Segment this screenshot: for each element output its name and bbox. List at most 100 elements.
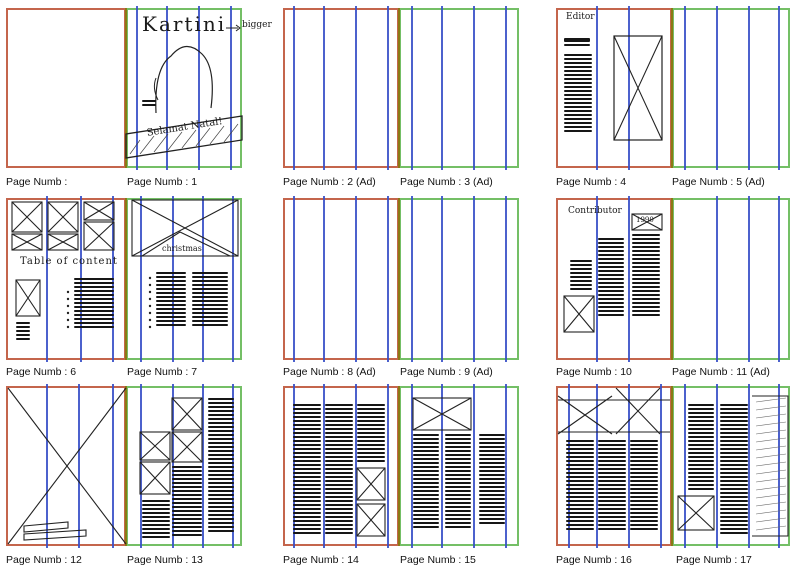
contributor-label: Contributor [568, 206, 622, 216]
spine [671, 8, 673, 168]
toc-label: Table of content [20, 256, 118, 267]
spread-9 [556, 384, 790, 548]
column-guide [628, 6, 630, 170]
page-left [283, 198, 399, 360]
column-guide [778, 384, 780, 548]
page-label-right: Page Numb : 3 (Ad) [400, 176, 493, 188]
column-guide [355, 196, 357, 362]
page-label-left: Page Numb : 10 [556, 366, 632, 378]
column-guide [293, 196, 295, 362]
page-label-left: Page Numb : 2 (Ad) [283, 176, 376, 188]
text-block [172, 466, 202, 538]
text-block [142, 500, 170, 540]
column-guide [778, 6, 780, 170]
page-label-left: Page Numb : 6 [6, 366, 77, 378]
page-right [672, 386, 790, 546]
text-block [564, 54, 592, 134]
column-guide [202, 384, 204, 548]
column-guide [293, 384, 295, 548]
column-guide [473, 384, 475, 548]
column-guide [140, 384, 142, 548]
column-guide [46, 384, 48, 548]
page-left [283, 8, 399, 168]
year-label: 1990 [636, 216, 654, 224]
spread-5 [283, 196, 519, 362]
spread-4: Table of content christmas [6, 196, 242, 362]
column-guide [628, 196, 630, 362]
spine [398, 386, 400, 546]
spread-7 [6, 384, 242, 548]
column-guide [323, 384, 325, 548]
column-guide [748, 196, 750, 362]
image-placeholders [7, 387, 203, 545]
text-block [632, 234, 660, 318]
spine [398, 198, 400, 360]
text-block [293, 404, 321, 536]
page-label-right: Page Numb : 17 [676, 554, 752, 566]
column-guide [596, 196, 598, 362]
image-placeholders [557, 387, 789, 537]
text-block [720, 404, 748, 536]
column-guide [293, 6, 295, 170]
column-guide [628, 384, 630, 548]
page-label-right: Page Numb : 15 [400, 554, 476, 566]
column-guide [568, 384, 570, 548]
column-guide [441, 6, 443, 170]
text-block [479, 434, 505, 526]
column-guide [112, 384, 114, 548]
column-guide [505, 384, 507, 548]
page-label-left: Page Numb : 12 [6, 554, 82, 566]
page-label-left: Page Numb : 14 [283, 554, 359, 566]
spine [398, 8, 400, 168]
image-placeholders [356, 397, 472, 537]
text-block [192, 272, 228, 328]
cover-title: Kartini [142, 12, 227, 36]
column-guide [441, 196, 443, 362]
text-block [598, 238, 624, 318]
page-right [126, 386, 242, 546]
column-guide [323, 6, 325, 170]
page-label-left: Page Numb : 16 [556, 554, 632, 566]
page-label-right: Page Numb : 1 [127, 176, 198, 188]
spread-6: Contributor 1990 [556, 196, 790, 362]
text-block [325, 404, 353, 536]
column-guide [166, 6, 168, 170]
column-guide [505, 196, 507, 362]
spine [671, 198, 673, 360]
page-right [126, 8, 242, 168]
text-block [445, 434, 471, 530]
page-label-right: Page Numb : 11 (Ad) [672, 366, 770, 378]
column-guide [355, 384, 357, 548]
page-right [399, 386, 519, 546]
spread-3: Editor [556, 6, 790, 170]
column-guide [778, 196, 780, 362]
text-block [16, 322, 30, 342]
column-guide [232, 196, 234, 362]
text-block [74, 278, 114, 330]
text-block [142, 100, 156, 108]
page-right [672, 198, 790, 360]
image-placeholders [11, 199, 239, 329]
spine [671, 386, 673, 546]
column-guide [660, 384, 662, 548]
page-label-left: Page Numb : 4 [556, 176, 627, 188]
text-block [630, 440, 658, 532]
text-block [156, 272, 186, 328]
column-guide [78, 384, 80, 548]
column-guide [716, 384, 718, 548]
column-guide [473, 6, 475, 170]
column-guide [411, 384, 413, 548]
column-guide [411, 196, 413, 362]
column-guide [172, 196, 174, 362]
page-label-left: Page Numb : 8 (Ad) [283, 366, 376, 378]
column-guide [684, 6, 686, 170]
column-guide [387, 6, 389, 170]
text-block [688, 404, 714, 492]
page-right [672, 8, 790, 168]
column-guide [596, 6, 598, 170]
column-guide [198, 6, 200, 170]
column-guide [684, 384, 686, 548]
column-guide [387, 384, 389, 548]
text-block [570, 260, 592, 292]
page-right [399, 8, 519, 168]
